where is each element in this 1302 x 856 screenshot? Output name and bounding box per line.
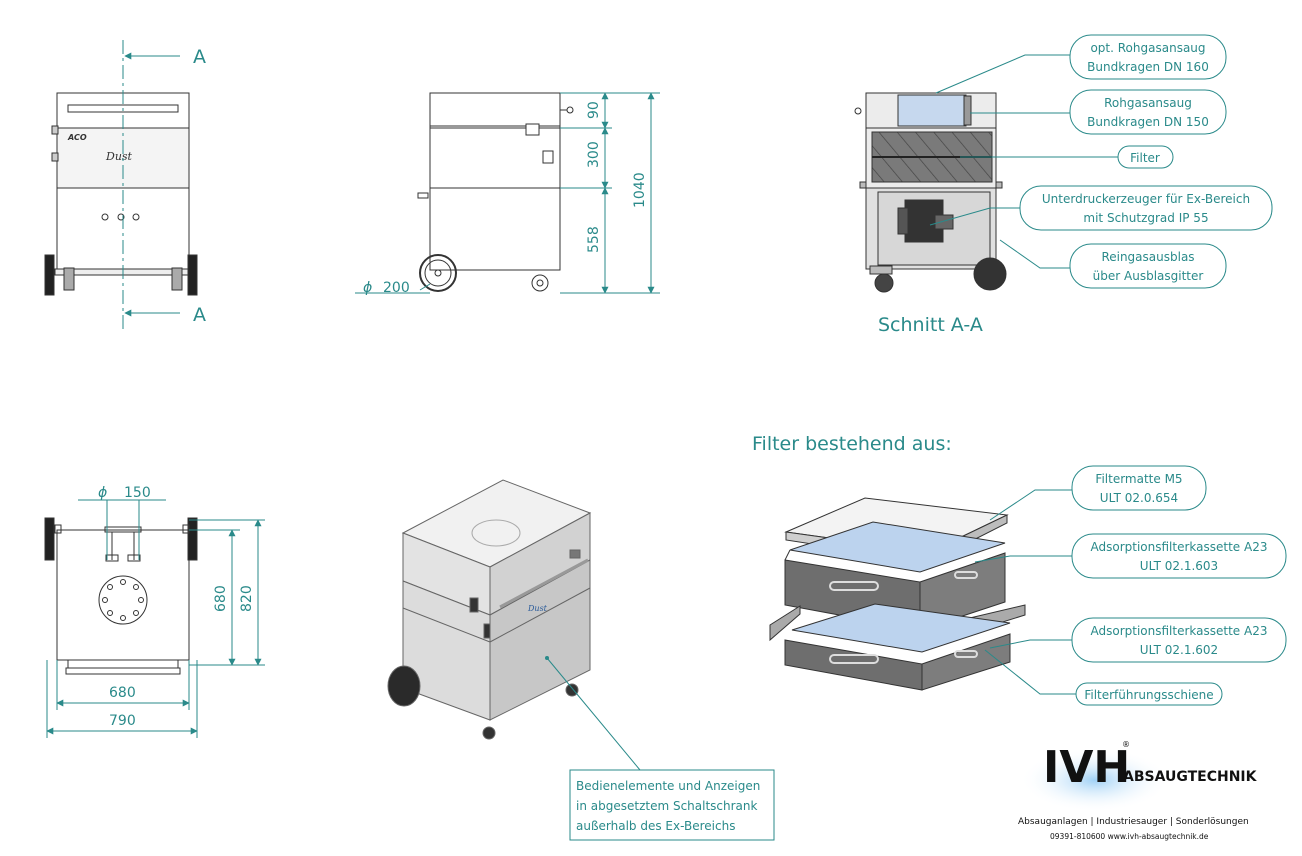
section-view (854, 92, 1007, 293)
dim-inlet-diameter: 150 (124, 485, 151, 501)
ivh-logo: IVH ® ABSAUGTECHNIK Absauganlagen | Indu… (1018, 740, 1258, 841)
callout-exhaust-line2: über Ausblasgitter (1093, 269, 1204, 283)
dim-820: 820 (239, 585, 255, 612)
dim-680-horizontal: 680 (109, 685, 136, 701)
brand-mark-small: ACO (67, 133, 87, 142)
dim-680-vertical: 680 (213, 585, 229, 612)
section-callout-lines (929, 34, 1273, 289)
callout-cassette1-line1: Adsorptionsfilterkassette A23 (1091, 540, 1268, 554)
callout-fan-line1: Unterdruckerzeuger für Ex-Bereich (1042, 192, 1250, 206)
isometric-view (387, 479, 592, 740)
top-view (44, 517, 198, 675)
dim-1040: 1040 (632, 172, 648, 208)
callout-exhaust-line1: Reingasausblas (1101, 250, 1194, 264)
dim-wheel-diameter: 200 (383, 280, 410, 296)
filter-callout-lines (974, 465, 1287, 706)
iso-brand-mark: Dust (527, 604, 548, 613)
controls-callout (546, 657, 775, 841)
callout-inlet-line1: Rohgasansaug (1104, 96, 1192, 110)
callout-opt-inlet-line2: Bundkragen DN 160 (1087, 60, 1209, 74)
callout-rail: Filterführungsschiene (1084, 688, 1213, 702)
diameter-symbol: ϕ (363, 280, 372, 296)
callout-cassette2-line2: ULT 02.1.602 (1140, 643, 1218, 657)
callout-controls-line1: Bedienelemente und Anzeigen (576, 779, 760, 793)
logo-ivh: IVH (1043, 742, 1130, 793)
logo-tagline: Absauganlagen | Industriesauger | Sonder… (1018, 817, 1249, 827)
callout-fan-line2: mit Schutzgrad IP 55 (1083, 211, 1208, 225)
dim-790: 790 (109, 713, 136, 729)
top-dimension-lines (46, 499, 265, 738)
callout-controls-line2: in abgesetztem Schaltschrank (576, 799, 758, 813)
callout-filter: Filter (1130, 151, 1160, 165)
callout-cassette1-line2: ULT 02.1.603 (1140, 559, 1218, 573)
callout-opt-inlet-line1: opt. Rohgasansaug (1090, 41, 1205, 55)
callout-mat-line1: Filtermatte M5 (1095, 472, 1182, 486)
dim-300: 300 (586, 141, 602, 168)
front-view (44, 92, 198, 296)
dim-90: 90 (586, 101, 602, 119)
callout-inlet-line2: Bundkragen DN 150 (1087, 115, 1209, 129)
section-label-a-bottom: A (193, 304, 206, 326)
callout-controls-line3: außerhalb des Ex-Bereichs (576, 819, 735, 833)
logo-contact: 09391-810600 www.ivh-absaugtechnik.de (1050, 832, 1209, 841)
section-title: Schnitt A-A (878, 314, 983, 336)
side-view (417, 92, 574, 292)
dim-558: 558 (586, 226, 602, 253)
brand-swoosh: Dust (105, 150, 133, 163)
section-label-a-top: A (193, 46, 206, 68)
filter-heading: Filter bestehend aus: (752, 433, 952, 455)
logo-registered: ® (1122, 740, 1130, 749)
filter-exploded-view (769, 497, 1026, 691)
callout-cassette2-line1: Adsorptionsfilterkassette A23 (1091, 624, 1268, 638)
side-dimension-lines (355, 92, 660, 294)
diameter-symbol-inlet: ϕ (98, 485, 107, 501)
logo-absaugtechnik: ABSAUGTECHNIK (1123, 769, 1258, 785)
callout-mat-line2: ULT 02.0.654 (1100, 491, 1178, 505)
